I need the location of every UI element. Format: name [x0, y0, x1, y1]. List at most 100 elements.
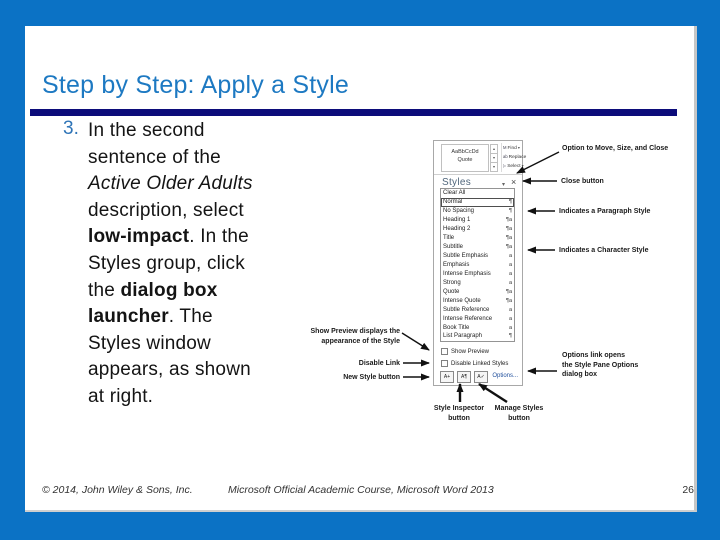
- editing-group: MFind▾abReplace▷Select▾: [503, 145, 526, 172]
- chevron-down-icon: ▾: [517, 146, 520, 150]
- style-row-intense-reference[interactable]: Intense Reference a: [441, 314, 514, 323]
- ribbon-fragment: AaBbCcDd Quote ▴▾▾ MFind▾abReplace▷Selec…: [434, 141, 526, 175]
- style-row-no-spacing[interactable]: No Spacing ¶: [441, 207, 514, 216]
- style-name: Subtle Reference: [443, 306, 490, 313]
- style-type-icon: ¶a: [505, 226, 512, 233]
- footer-course: Microsoft Official Academic Course, Micr…: [228, 484, 494, 496]
- ribbon-item-replace[interactable]: abReplace: [503, 154, 526, 163]
- style-inspector-button[interactable]: A¶: [457, 371, 471, 383]
- style-type-icon: a: [508, 315, 512, 322]
- style-row-heading-2[interactable]: Heading 2 ¶a: [441, 225, 514, 234]
- disable-linked-checkbox[interactable]: Disable Linked Styles: [441, 360, 508, 367]
- style-row-strong[interactable]: Strong a: [441, 278, 514, 287]
- show-preview-label: Show Preview: [451, 348, 490, 355]
- style-name: Heading 1: [443, 217, 471, 224]
- style-row-clear-all[interactable]: Clear All: [441, 189, 514, 198]
- style-row-heading-1[interactable]: Heading 1¶a: [441, 216, 514, 225]
- callout-paragraph-style: Indicates a Paragraph Style: [559, 208, 651, 215]
- callout-new-style: New Style button: [343, 374, 400, 381]
- ribbon-item-select[interactable]: ▷Select▾: [503, 163, 523, 172]
- ribbon-item-label: Replace: [508, 155, 527, 160]
- style-gallery-item-quote[interactable]: AaBbCcDd Quote: [441, 144, 489, 172]
- style-row-subtle-reference[interactable]: Subtle Reference a: [441, 305, 514, 314]
- word-styles-figure: AaBbCcDd Quote ▴▾▾ MFind▾abReplace▷Selec…: [433, 140, 526, 386]
- style-row-title[interactable]: Title ¶a: [441, 234, 514, 243]
- show-preview-checkbox[interactable]: Show Preview: [441, 348, 489, 355]
- ribbon-item-find[interactable]: MFind▾: [503, 145, 522, 154]
- options-link[interactable]: Options...: [492, 373, 518, 379]
- gallery-scroll-icon[interactable]: ▾: [490, 162, 498, 172]
- new-style-button[interactable]: A+: [440, 371, 454, 383]
- pane-button-row: A+A¶A✓: [440, 371, 488, 383]
- disable-linked-label: Disable Linked Styles: [451, 360, 509, 367]
- style-type-icon: ¶a: [505, 235, 512, 242]
- find-icon: M: [503, 145, 507, 150]
- style-type-icon: ¶a: [505, 244, 512, 251]
- replace-icon: ab: [503, 154, 508, 159]
- style-type-icon: a: [508, 261, 512, 268]
- style-row-list-paragraph[interactable]: List Paragraph ¶: [441, 332, 514, 341]
- style-type-icon: a: [508, 253, 512, 260]
- style-name: Intense Quote: [443, 297, 481, 304]
- ribbon-item-label: Select: [507, 164, 521, 169]
- style-row-intense-emphasis[interactable]: Intense Emphasis a: [441, 269, 514, 278]
- style-type-icon: ¶a: [505, 288, 512, 295]
- footer-page-number: 26: [682, 484, 694, 496]
- style-name: Quote: [443, 288, 460, 295]
- style-name: Emphasis: [443, 261, 470, 268]
- callout-close-button: Close button: [561, 178, 604, 185]
- gallery-preview-text: AaBbCcDd: [451, 149, 479, 155]
- gallery-scroll-buttons[interactable]: ▴▾▾: [490, 144, 498, 172]
- close-icon[interactable]: ×: [511, 177, 517, 187]
- style-type-icon: a: [508, 270, 512, 277]
- ribbon-item-label: Find: [507, 146, 517, 151]
- style-type-icon: ¶: [509, 333, 512, 340]
- style-name: Clear All: [443, 190, 466, 197]
- style-name: Normal: [443, 199, 463, 206]
- style-type-icon: a: [508, 279, 512, 286]
- style-type-icon: ¶: [509, 199, 512, 206]
- callout-disable-link: Disable Link: [358, 360, 400, 367]
- page-title: Step by Step: Apply a Style: [42, 71, 349, 99]
- callout-character-style: Indicates a Character Style: [559, 247, 649, 254]
- step-number: 3.: [63, 118, 79, 139]
- style-name: List Paragraph: [443, 333, 483, 340]
- style-name: Subtitle: [443, 244, 464, 251]
- style-row-emphasis[interactable]: Emphasis a: [441, 261, 514, 270]
- title-rule: [30, 109, 677, 116]
- checkbox-icon[interactable]: [441, 360, 448, 367]
- manage-styles-button[interactable]: A✓: [474, 371, 488, 383]
- style-name: Strong: [443, 279, 461, 286]
- style-name: Intense Emphasis: [443, 270, 491, 277]
- style-type-icon: ¶a: [505, 297, 512, 304]
- select-icon: ▷: [503, 163, 507, 168]
- style-name: Title: [443, 235, 455, 242]
- style-name: No Spacing: [443, 208, 475, 215]
- pane-menu-icon[interactable]: ▾: [502, 182, 506, 188]
- style-name: Subtle Emphasis: [443, 253, 489, 260]
- style-type-icon: ¶: [509, 208, 512, 215]
- style-row-subtle-emphasis[interactable]: Subtle Emphasis a: [441, 252, 514, 261]
- checkbox-icon[interactable]: [441, 348, 448, 355]
- ribbon-group-divider: [501, 143, 502, 172]
- style-type-icon: a: [508, 324, 512, 331]
- style-row-quote[interactable]: Quote ¶a: [441, 287, 514, 296]
- style-row-intense-quote[interactable]: Intense Quote ¶a: [441, 296, 514, 305]
- style-name: Heading 2: [443, 226, 471, 233]
- style-row-normal[interactable]: Normal ¶: [441, 197, 514, 207]
- styles-pane-title: Styles: [442, 177, 472, 188]
- gallery-item-label: Quote: [457, 157, 473, 163]
- callout-move-size-close: Option to Move, Size, and Close: [562, 145, 669, 152]
- footer-copyright: © 2014, John Wiley & Sons, Inc.: [42, 484, 193, 496]
- style-name: Intense Reference: [443, 315, 493, 322]
- style-row-subtitle[interactable]: Subtitle ¶a: [441, 243, 514, 252]
- style-type-icon: a: [508, 306, 512, 313]
